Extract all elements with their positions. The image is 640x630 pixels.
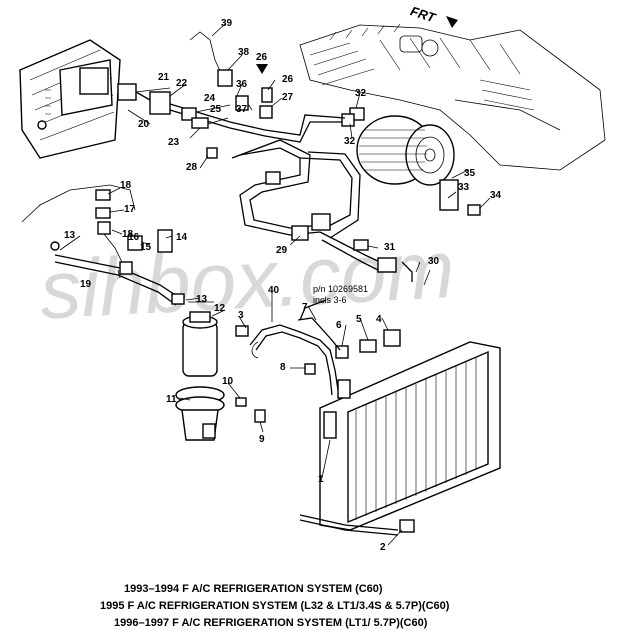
callout-2: 2 [380, 542, 386, 553]
front-label: FRT [409, 3, 438, 25]
watermark: sihbox.com [38, 224, 457, 337]
callout-10: 10 [222, 376, 234, 387]
callout-16: 16 [128, 232, 140, 243]
callout-31: 31 [384, 242, 396, 253]
callout-39: 39 [221, 18, 233, 29]
compressor [341, 107, 459, 211]
callout-14: 14 [176, 232, 188, 243]
callout-18-a: 18 [120, 180, 132, 191]
callout-26-top: 26 [256, 52, 268, 63]
fasteners [235, 204, 481, 533]
part-number-line-2: incls 3-6 [313, 295, 347, 305]
liquid-line-hose [21, 184, 185, 306]
callout-20: 20 [138, 119, 150, 130]
callout-32-a: 32 [355, 88, 367, 99]
callout-32-b: 32 [344, 136, 356, 147]
callout-27: 27 [282, 92, 294, 103]
callout-13-a: 13 [64, 230, 76, 241]
callout-34: 34 [490, 190, 502, 201]
callout-23: 23 [168, 137, 180, 148]
condenser-lines [249, 299, 341, 396]
callout-28: 28 [186, 162, 198, 173]
front-arrow-icon [446, 16, 458, 28]
condenser [299, 341, 501, 536]
callout-15: 15 [140, 242, 152, 253]
callout-26: 26 [282, 74, 294, 85]
callout-9: 9 [259, 434, 265, 445]
accumulator [175, 301, 225, 441]
down-arrow-icon [256, 64, 268, 74]
callout-19: 19 [80, 279, 92, 290]
caption-line-2: 1995 F A/C REFRIGERATION SYSTEM (L32 & L… [100, 600, 450, 612]
callout-4: 4 [376, 314, 382, 325]
evaporator-module [19, 39, 121, 159]
callout-38: 38 [238, 47, 250, 58]
callout-numbers: 39 38 26 26 27 36 37 24 25 21 22 20 23 2… [64, 18, 502, 553]
callout-5: 5 [356, 314, 362, 325]
callout-18-b: 18 [122, 229, 134, 240]
engine-outline [299, 23, 606, 171]
callout-33: 33 [458, 182, 470, 193]
leader-lines [59, 23, 491, 546]
callout-22: 22 [176, 78, 188, 89]
callout-12: 12 [214, 303, 226, 314]
compressor-hose-assembly [231, 114, 431, 286]
callout-35: 35 [464, 168, 476, 179]
callout-3: 3 [238, 310, 244, 321]
callout-17: 17 [124, 204, 136, 215]
callout-11: 11 [166, 394, 177, 405]
caption-line-3: 1996–1997 F A/C REFRIGERATION SYSTEM (LT… [114, 617, 428, 629]
callout-25: 25 [210, 104, 222, 115]
sensor-group [181, 31, 273, 159]
callout-21: 21 [158, 72, 170, 83]
callout-13-b: 13 [196, 294, 208, 305]
callout-7: 7 [302, 302, 308, 313]
callout-24: 24 [204, 93, 216, 104]
callout-37: 37 [236, 104, 248, 115]
front-direction-indicator: FRT [409, 3, 458, 28]
pressure-switch-group [95, 189, 173, 263]
callout-36: 36 [236, 79, 248, 90]
evaporator-connector [117, 83, 266, 137]
callout-6: 6 [336, 320, 342, 331]
caption-line-1: 1993–1994 F A/C REFRIGERATION SYSTEM (C6… [124, 583, 383, 595]
callout-30: 30 [428, 256, 440, 267]
callout-8: 8 [280, 362, 286, 373]
callout-29: 29 [276, 245, 288, 256]
part-number-line-1: p/n 10269581 [313, 284, 368, 294]
callout-1: 1 [318, 474, 324, 485]
callout-40: 40 [268, 285, 280, 296]
